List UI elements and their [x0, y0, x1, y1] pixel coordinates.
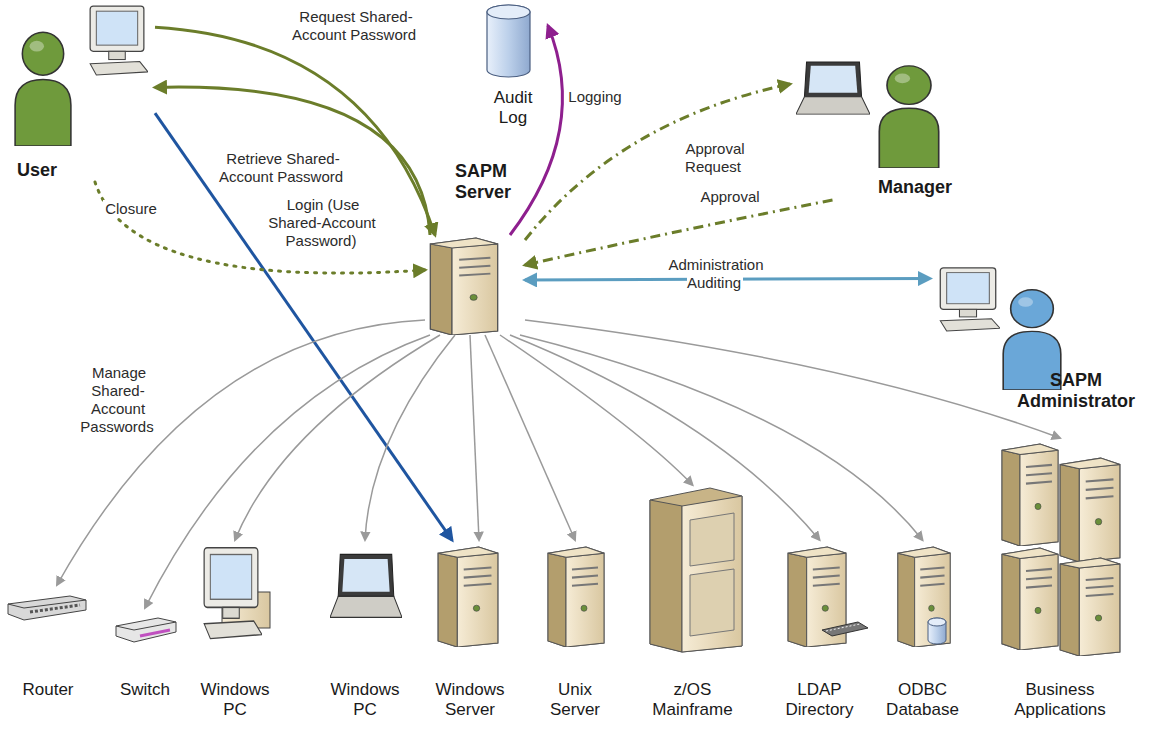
node-label: User: [17, 160, 77, 181]
edge-label: Approval: [698, 188, 761, 205]
mainframe: z/OS Mainframe: [640, 485, 745, 725]
edge-label: Login (Use Shared-Account Password): [268, 196, 376, 249]
connector-arrow: [95, 182, 425, 273]
edge-label: Manage Shared-Account Passwords: [80, 364, 155, 435]
business-applications: Business Applications: [990, 438, 1130, 725]
manager-actor: Manager: [790, 55, 960, 200]
audit-log-database: Audit Log: [478, 2, 548, 134]
node-label: Manager: [878, 177, 960, 198]
node-label: Windows Server: [425, 680, 515, 719]
edge-label-box: Administration Auditing: [645, 256, 785, 292]
node-label: Unix Server: [535, 680, 615, 719]
switch-device: Switch: [105, 608, 185, 725]
odbc-database: ODBC Database: [880, 540, 965, 725]
node-label: SAPM Administrator: [1006, 370, 1146, 411]
edge-label: Retrieve Shared-Account Password: [219, 150, 345, 185]
edge-label: Closure: [103, 200, 159, 217]
edge-label-box: Login (Use Shared-Account Password): [258, 196, 386, 250]
node-label: Audit Log: [478, 88, 548, 127]
connector-arrow: [470, 335, 479, 540]
node-label: Switch: [105, 680, 185, 700]
edge-label-box: Closure: [98, 200, 164, 218]
unix-server: Unix Server: [535, 540, 615, 725]
windows-pc: Windows PC: [190, 540, 280, 725]
edge-label: Approval Request: [683, 140, 744, 175]
router-device: Router: [3, 585, 93, 725]
windows-server: Windows Server: [425, 540, 515, 725]
connector-arrow: [365, 335, 455, 540]
edge-label-box: Approval: [690, 188, 770, 206]
edge-label-box: Manage Shared-Account Passwords: [72, 364, 164, 436]
sapm-server: SAPM Server: [425, 235, 525, 335]
edge-label-box: Logging: [562, 88, 628, 106]
connector-arrow: [57, 320, 425, 585]
connector-arrow: [525, 320, 1060, 438]
ldap-directory: LDAP Directory: [772, 540, 867, 725]
connector-arrow: [485, 335, 575, 540]
edge-label-box: Retrieve Shared-Account Password: [212, 150, 352, 186]
user-actor: User: [5, 10, 155, 182]
edge-label: Logging: [566, 88, 623, 105]
windows-pc: Windows PC: [320, 540, 410, 725]
edge-label-box: Approval Request: [668, 140, 760, 176]
connector-arrow: [525, 84, 790, 240]
node-label: Router: [3, 680, 93, 700]
edge-label: Administration Auditing: [666, 256, 763, 291]
sapm-administrator-actor: SAPM Administrator: [930, 262, 1148, 427]
edge-label: Request Shared-Account Password: [292, 8, 418, 43]
node-label: Business Applications: [990, 680, 1130, 719]
node-label: z/OS Mainframe: [640, 680, 745, 719]
connector-arrow: [155, 113, 452, 540]
node-label: Windows PC: [190, 680, 280, 719]
node-label: Windows PC: [320, 680, 410, 719]
node-label: LDAP Directory: [772, 680, 867, 719]
node-label: SAPM Server: [455, 161, 525, 202]
node-label: ODBC Database: [880, 680, 965, 719]
edge-label-box: Request Shared-Account Password: [280, 8, 430, 44]
connector-arrow: [235, 335, 440, 540]
